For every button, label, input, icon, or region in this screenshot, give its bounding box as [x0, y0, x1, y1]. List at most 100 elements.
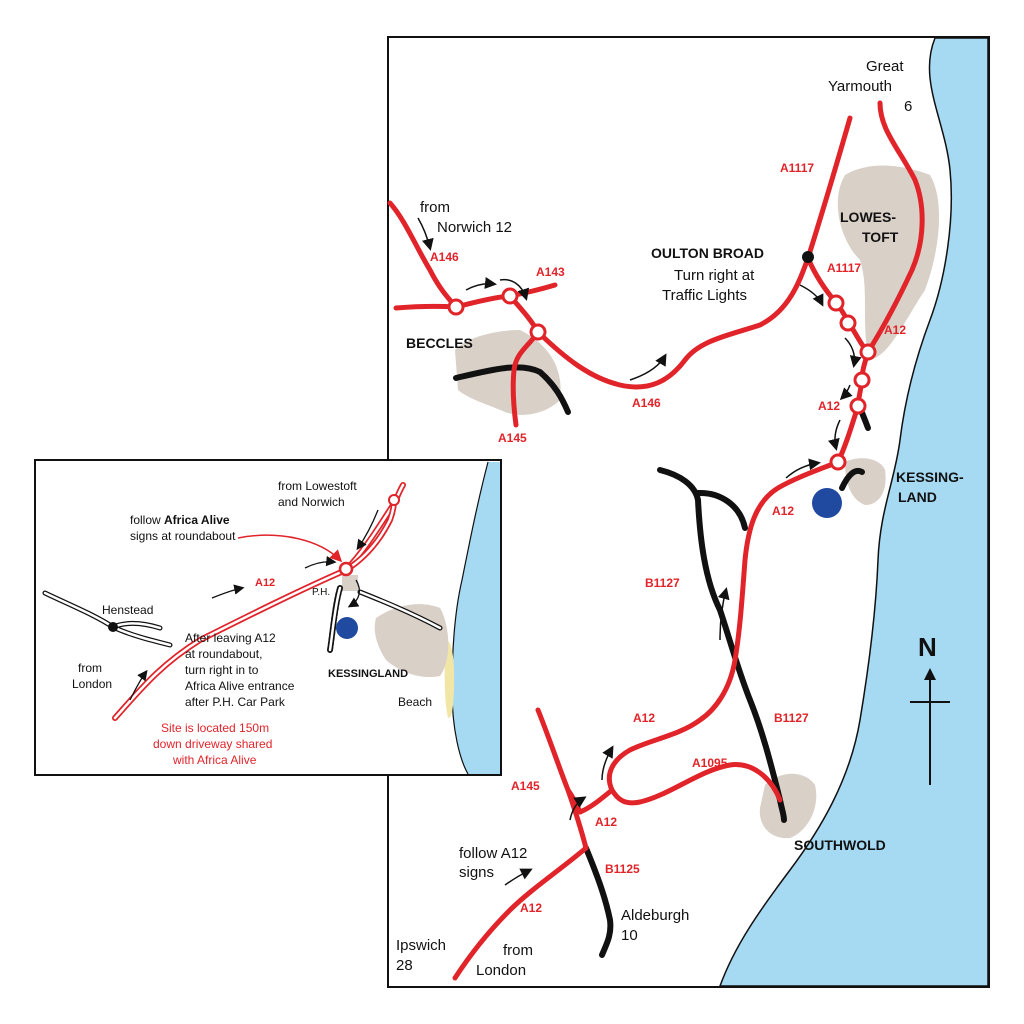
sea-area: [718, 37, 989, 987]
roundabout-a12-2: [853, 371, 871, 389]
road-label-a1095: A1095: [692, 756, 728, 770]
direction-arrows: [417, 217, 862, 886]
label-aldeburgh-1: Aldeburgh: [621, 907, 689, 924]
road-label-a145-bottom: A145: [511, 779, 540, 793]
inset-from-london-2: London: [72, 677, 112, 691]
label-great-yarmouth-1: Great: [866, 58, 904, 75]
label-southwold: SOUTHWOLD: [794, 837, 886, 853]
road-label-a1117-top: A1117: [780, 161, 814, 175]
inset-after-line1: After leaving A12: [185, 631, 276, 645]
roundabout-beccles-1: [447, 298, 465, 316]
road-label-a145-top: A145: [498, 431, 527, 445]
arrow-a146-rbt: [499, 278, 530, 301]
road-a12-kessingland-south: [606, 459, 841, 806]
traffic-lights-marker: [802, 251, 814, 263]
road-a145-north: [510, 329, 541, 428]
inset-map: from Lowestoft and Norwich follow Africa…: [34, 459, 502, 776]
label-lowestoft-2: TOFT: [862, 229, 899, 245]
label-aldeburgh-2: 10: [621, 927, 638, 944]
road-a12-yarmouth: [865, 100, 925, 355]
road-b1125: [583, 845, 614, 958]
road-b-beccles-west: [453, 364, 571, 415]
road-label-a12-ipswich: A12: [520, 901, 542, 915]
compass-label: N: [918, 632, 937, 662]
roundabout-beccles-3: [529, 323, 547, 341]
road-label-a12-kessingland: A12: [772, 504, 794, 518]
label-oulton-broad: OULTON BROAD: [651, 245, 764, 261]
note-from-london-1: from: [503, 942, 533, 959]
road-a146-west: [393, 303, 459, 311]
note-follow-a12-1: follow A12: [459, 845, 527, 862]
inset-from-lowestoft-1: from Lowestoft: [278, 479, 357, 493]
label-great-yarmouth-dist: 6: [904, 98, 912, 115]
road-label-b1125: B1125: [605, 862, 640, 876]
note-from-norwich-2: Norwich 12: [437, 219, 512, 236]
road-label-a12-south: A12: [633, 711, 655, 725]
inset-ph-car-park: [342, 575, 358, 591]
inset-after-line2: at roundabout,: [185, 647, 262, 661]
label-ipswich-2: 28: [396, 957, 413, 974]
inset-beach: [444, 640, 455, 718]
arrow-kessingland-rbt: [827, 419, 841, 451]
roundabout-a1117-1: [827, 294, 845, 312]
note-from-london-2: London: [476, 962, 526, 979]
arrow-b1127-north: [717, 587, 730, 641]
road-label-b1127-right: B1127: [774, 711, 809, 725]
inset-after-line3: turn right in to: [185, 663, 259, 677]
road-b1127-spur: [695, 489, 748, 531]
arrow-ipswich: [504, 868, 533, 886]
inset-after-line5: after P.H. Car Park: [185, 695, 286, 709]
lowestoft-area: [837, 165, 940, 360]
road-a146-main: [535, 255, 811, 390]
inset-site-line3: with Africa Alive: [172, 753, 257, 767]
inset-a12-label: A12: [255, 577, 275, 589]
inset-after-line4: Africa Alive entrance: [185, 679, 295, 693]
label-kessingland-1: KESSING-: [896, 469, 964, 485]
arrow-a146-main: [629, 353, 667, 381]
inset-coastline: [451, 461, 489, 775]
road-kessingland-spur: [839, 467, 865, 491]
road-label-a12-junction: A12: [595, 815, 617, 829]
arrow-from-norwich: [417, 217, 434, 251]
inset-from-london-1: from: [78, 661, 102, 675]
site-location-marker: [812, 488, 842, 518]
inset-ph-label: P.H.: [312, 587, 330, 598]
inset-from-lowestoft-2: and Norwich: [278, 495, 345, 509]
note-turn-right-2: Traffic Lights: [662, 287, 747, 304]
roundabout-a12-lowestoft: [859, 343, 877, 361]
roundabout-a12-3: [849, 397, 867, 415]
roundabout-a1117-2: [839, 314, 857, 332]
road-a12-central: [835, 349, 871, 465]
roundabouts: [447, 287, 877, 471]
inset-henstead-marker: [108, 622, 118, 632]
inset-follow-line2: signs at roundabout: [130, 529, 236, 543]
inset-follow-arrow: [237, 534, 343, 563]
note-follow-a12-2: signs: [459, 864, 494, 881]
arrow-a146-east: [465, 277, 497, 291]
inset-site-marker: [336, 617, 358, 639]
roundabout-kessingland: [829, 453, 847, 471]
road-a12-ipswich: [452, 845, 589, 981]
inset-roundabout-north: [388, 494, 400, 506]
label-beccles: BECCLES: [406, 335, 473, 351]
inset-sea-area: [452, 462, 500, 774]
road-label-a146-bottom: A146: [632, 396, 661, 410]
road-a12-a145-link: [577, 787, 615, 815]
arrow-kessingland-approach: [785, 458, 821, 479]
inset-beach-label: Beach: [398, 695, 432, 709]
label-lowestoft-1: LOWES-: [840, 209, 896, 225]
inset-henstead-label: Henstead: [102, 603, 153, 617]
arrow-a12-south1: [844, 337, 862, 368]
inset-site-line1: Site is located 150m: [161, 721, 269, 735]
label-ipswich-1: Ipswich: [396, 937, 446, 954]
label-kessingland-2: LAND: [898, 489, 937, 505]
road-label-a12-mid: A12: [818, 399, 840, 413]
note-from-norwich-1: from: [420, 199, 450, 216]
road-label-a1117-mid: A1117: [827, 261, 861, 275]
road-a1117-north: [805, 115, 853, 261]
north-arrow: N: [910, 632, 950, 785]
inset-kessingland-label: KESSINGLAND: [328, 668, 408, 680]
inset-follow-line1: follow Africa Alive: [130, 513, 230, 527]
label-great-yarmouth-2: Yarmouth: [828, 78, 892, 95]
